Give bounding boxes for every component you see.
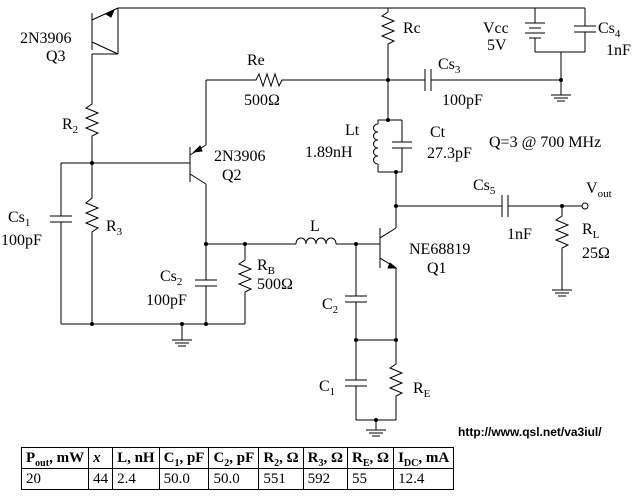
cs5-capacitor	[501, 195, 582, 217]
lt-label: Lt	[345, 122, 360, 139]
r3-resistor	[84, 192, 100, 324]
table-header-cell: C2, pF	[208, 447, 260, 469]
ground-symbol-vcc	[551, 94, 571, 102]
table-header-cell: x	[88, 447, 114, 469]
r2-label: R2	[62, 116, 79, 136]
r2-resistor	[84, 98, 100, 145]
table-header-cell: Pout, mW	[20, 447, 90, 469]
cs2-label: Cs2	[160, 268, 183, 288]
table-header-cell: R2, Ω	[258, 447, 304, 469]
ct-value: 27.3pF	[427, 145, 472, 162]
cs1-value: 100pF	[1, 232, 42, 249]
ground-symbol-q1	[366, 429, 386, 437]
re-emitter-resistor	[388, 340, 404, 420]
rb-resistor	[237, 244, 253, 324]
lt-inductor	[373, 119, 402, 172]
rl-resistor	[554, 206, 570, 290]
table-header-cell: L, nH	[112, 447, 160, 469]
cs1-label: Cs1	[8, 209, 31, 229]
ground-symbol-rl	[552, 289, 572, 297]
cs3-value: 100pF	[442, 92, 483, 109]
table-cell: 55	[347, 468, 395, 490]
cs2-capacitor	[195, 244, 217, 324]
re-resistor	[252, 72, 288, 88]
re-value: 500Ω	[244, 92, 280, 109]
table-cell: 50.0	[208, 468, 260, 490]
l-inductor	[295, 237, 337, 245]
ct-capacitor	[392, 120, 412, 172]
lt-value: 1.89nH	[305, 144, 353, 161]
vout-terminal	[581, 202, 589, 210]
table-cell: 50.0	[158, 468, 210, 490]
table-cell: 551	[258, 468, 304, 490]
cs5-label: Cs5	[473, 177, 496, 197]
c1-label: C1	[319, 378, 336, 398]
q1-type-label: NE68819	[409, 241, 471, 258]
cs4-value: 1nF	[606, 42, 631, 59]
table-header-cell: R3, Ω	[302, 447, 349, 469]
q2-name-label: Q2	[222, 167, 242, 184]
table-header-cell: RE, Ω	[347, 447, 395, 469]
junction-dots	[90, 78, 564, 422]
q3-transistor	[91, 7, 135, 98]
table-cell: 592	[302, 468, 349, 490]
cs3-capacitor	[424, 69, 561, 91]
cs1-capacitor	[50, 163, 72, 324]
vcc-battery	[388, 7, 561, 53]
rc-label: Rc	[403, 20, 421, 37]
table-header-cell: C1, pF	[158, 447, 210, 469]
cs4-label: Cs4	[598, 20, 621, 40]
vout-label: Vout	[586, 180, 612, 200]
c2-label: C2	[322, 296, 339, 316]
ground-symbol-left	[172, 339, 192, 347]
l-label: L	[310, 218, 320, 235]
rl-value: 25Ω	[582, 245, 610, 262]
vcc-label: Vcc	[483, 20, 509, 37]
r3-label: R3	[106, 218, 123, 238]
rb-value: 500Ω	[257, 276, 293, 293]
cs2-value: 100pF	[146, 292, 187, 309]
ct-label: Ct	[430, 124, 446, 141]
q2-type-label: 2N3906	[214, 148, 266, 165]
re-emitter-label: RE	[413, 380, 431, 400]
q1-name-label: Q1	[427, 260, 447, 277]
cs5-value: 1nF	[507, 226, 532, 243]
q3-name-label: Q3	[46, 48, 66, 65]
rb-label: RB	[257, 257, 276, 277]
q2-transistor	[189, 80, 207, 244]
table-header-cell: IDC, mA	[393, 447, 455, 469]
c1-capacitor	[345, 379, 367, 420]
rl-label: RL	[582, 221, 600, 241]
table-cell: 20	[20, 468, 90, 490]
cs4-capacitor	[560, 7, 596, 95]
source-url: http://www.qsl.net/va3iul/	[458, 425, 602, 439]
cs3-label: Cs3	[438, 56, 461, 76]
q3-type-label: 2N3906	[20, 30, 72, 47]
re-label: Re	[247, 52, 265, 69]
q-note: Q=3 @ 700 MHz	[489, 134, 602, 151]
table-cell: 12.4	[393, 468, 455, 490]
table-cell: 2.4	[112, 468, 160, 490]
rc-resistor	[380, 8, 396, 120]
vcc-value: 5V	[487, 37, 507, 54]
q1-transistor	[379, 227, 398, 340]
table-cell: 44	[88, 468, 114, 490]
